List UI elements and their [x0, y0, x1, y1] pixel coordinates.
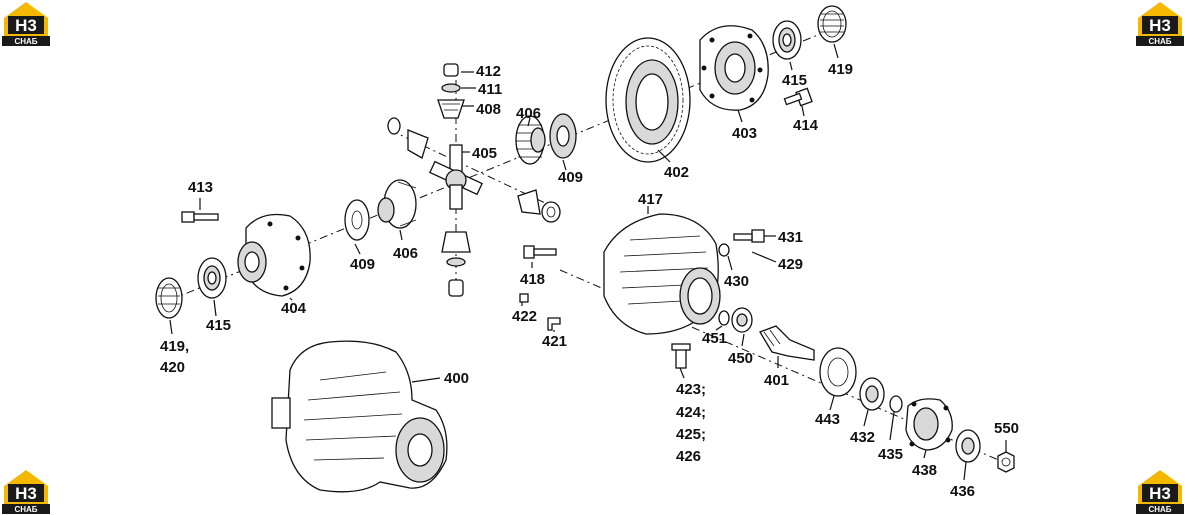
label-412: 412 — [476, 63, 501, 80]
svg-text:H3: H3 — [1149, 16, 1171, 35]
part-408-pinion-gear-right — [517, 189, 561, 223]
svg-text:СНАБ: СНАБ — [14, 37, 37, 46]
svg-text:H3: H3 — [15, 484, 37, 503]
label-430: 430 — [724, 273, 749, 290]
part-550-nut — [997, 451, 1015, 473]
label-413: 413 — [188, 179, 213, 196]
label-414: 414 — [793, 117, 819, 134]
part-423-bolt — [671, 343, 691, 369]
part-415-bearing-right — [772, 20, 802, 60]
part-402-ring-gear — [605, 37, 691, 163]
part-409-thrust-washer-lower — [344, 199, 370, 241]
part-432-bearing — [859, 377, 885, 411]
label-451: 451 — [702, 330, 727, 347]
part-413-bolt — [181, 211, 219, 223]
part-409-thrust-washer-upper — [549, 113, 577, 159]
part-411-washer — [441, 83, 461, 93]
label-419-left: 419, — [160, 338, 189, 355]
part-443-shim — [819, 347, 857, 397]
brand-logo-bottom-right: H3 СНАБ — [1134, 468, 1186, 514]
label-408: 408 — [476, 101, 501, 118]
part-450-bearing — [731, 307, 753, 333]
part-438-bearing-housing — [905, 398, 953, 451]
label-426: 426 — [676, 448, 701, 465]
part-408-pinion-gear-bottom — [441, 231, 471, 297]
label-436: 436 — [950, 483, 975, 500]
brand-logo-bottom-left: H3 СНАБ — [0, 468, 52, 514]
label-417: 417 — [638, 191, 663, 208]
part-412-sleeve — [443, 63, 459, 77]
label-450: 450 — [728, 350, 753, 367]
label-406-lower: 406 — [393, 245, 418, 262]
label-431: 431 — [778, 229, 803, 246]
part-labels: 412 411 408 405 406 409 402 403 415 419 … — [160, 61, 1019, 500]
label-425: 425; — [676, 426, 706, 443]
label-409-upper: 409 — [558, 169, 583, 186]
part-408-pinion-gear-top — [437, 99, 465, 119]
label-432: 432 — [850, 429, 875, 446]
label-415-right: 415 — [782, 72, 807, 89]
label-402: 402 — [664, 164, 689, 181]
part-405-spider — [429, 144, 483, 210]
label-409-lower: 409 — [350, 256, 375, 273]
label-443: 443 — [815, 411, 840, 428]
label-403: 403 — [732, 125, 757, 142]
label-420: 420 — [160, 359, 185, 376]
label-405: 405 — [472, 145, 497, 162]
part-403-case-half — [699, 25, 769, 111]
label-424: 424; — [676, 404, 706, 421]
part-415-bearing-left — [197, 257, 227, 299]
part-408-pinion-gear-left — [387, 117, 429, 159]
part-414-bolt — [783, 87, 813, 107]
part-401-drive-pinion — [759, 325, 815, 361]
part-419-bearing-cup-right — [817, 5, 847, 43]
brand-logo-top-right: H3 СНАБ — [1134, 0, 1186, 46]
part-404-case-half-left — [237, 213, 311, 297]
label-419-right: 419 — [828, 61, 853, 78]
label-415-left: 415 — [206, 317, 231, 334]
part-435-ring — [889, 395, 903, 413]
label-429: 429 — [778, 256, 803, 273]
part-430-washer — [718, 243, 730, 257]
part-417-carrier-housing — [603, 213, 721, 335]
part-431-bolt — [733, 229, 765, 243]
label-435: 435 — [878, 446, 903, 463]
label-438: 438 — [912, 462, 937, 479]
label-422: 422 — [512, 308, 537, 325]
part-406-side-gear-upper — [515, 115, 546, 165]
svg-text:СНАБ: СНАБ — [1148, 505, 1171, 514]
label-550: 550 — [994, 420, 1019, 437]
brand-logo-top-left: H3 СНАБ — [0, 0, 52, 46]
part-436-bearing — [955, 429, 981, 463]
part-421-lock-plate — [547, 317, 561, 331]
part-422-nut — [519, 293, 529, 303]
label-421: 421 — [542, 333, 567, 350]
label-400: 400 — [444, 370, 469, 387]
part-451-ring — [718, 310, 730, 326]
part-406-side-gear-lower — [377, 179, 417, 229]
svg-text:H3: H3 — [15, 16, 37, 35]
label-404: 404 — [281, 300, 307, 317]
part-419-bearing-cup-left — [155, 277, 183, 319]
label-401: 401 — [764, 372, 789, 389]
label-406-upper: 406 — [516, 105, 541, 122]
label-418: 418 — [520, 271, 545, 288]
part-400-axle-assembly — [271, 340, 448, 493]
label-423: 423; — [676, 381, 706, 398]
leader-lines — [169, 43, 1007, 481]
label-411: 411 — [478, 81, 502, 98]
part-418-bolt — [523, 245, 557, 259]
svg-text:СНАБ: СНАБ — [1148, 37, 1171, 46]
svg-text:H3: H3 — [1149, 484, 1171, 503]
svg-text:СНАБ: СНАБ — [14, 505, 37, 514]
